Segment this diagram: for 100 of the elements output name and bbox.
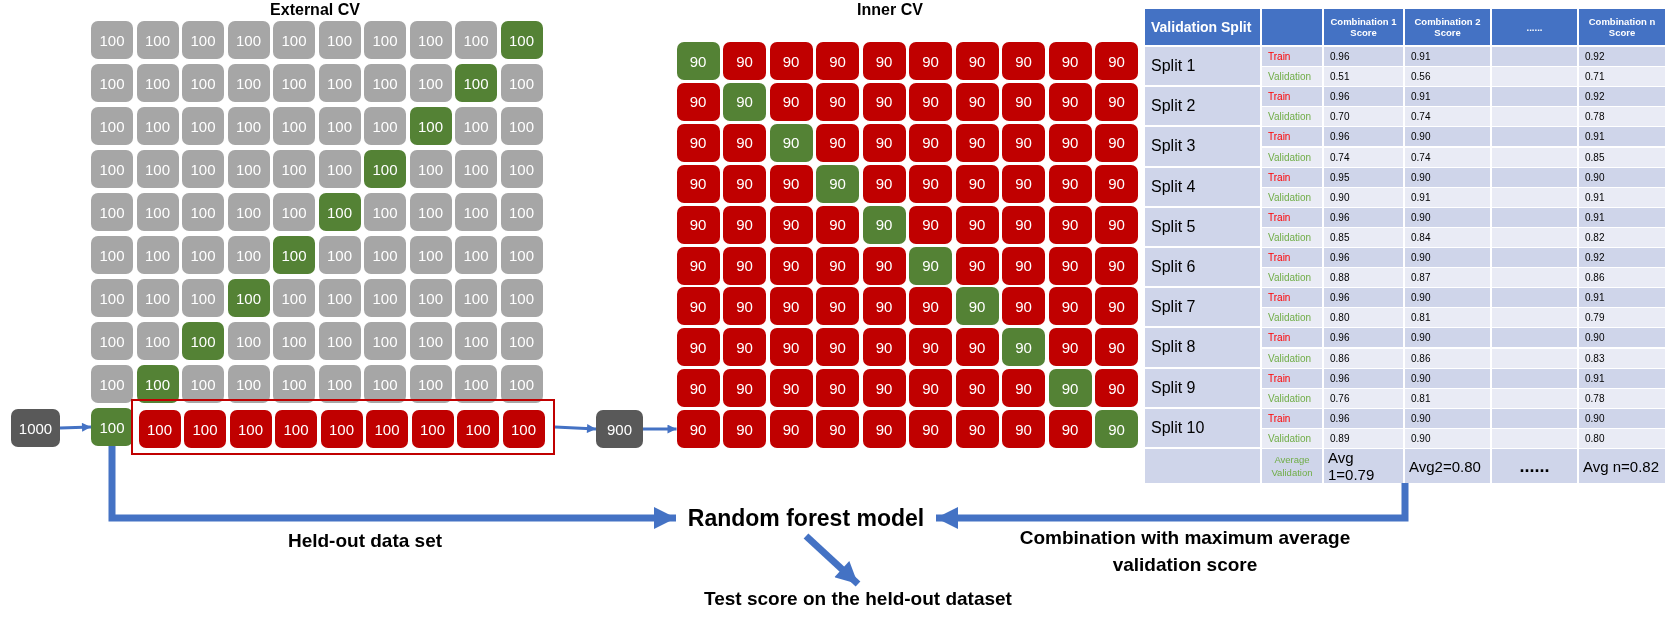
fold-box: 90	[1002, 82, 1045, 121]
row-label: Validation	[1262, 388, 1322, 408]
fold-box: 90	[909, 123, 952, 162]
fold-box: 100	[500, 365, 543, 403]
fold-box: 100	[409, 64, 452, 102]
fold-box: 100	[364, 193, 406, 231]
fold-box: 100	[411, 410, 454, 448]
fold-box: 100	[91, 150, 133, 188]
section-title: External CV	[269, 0, 361, 20]
fold-box: 90	[862, 410, 906, 449]
fold-box: 100	[273, 236, 315, 274]
fold-box: 90	[862, 42, 906, 80]
fold-box: 100	[364, 279, 406, 317]
fold-box: 100	[364, 365, 406, 403]
fold-box: 100	[318, 193, 361, 231]
fold-box: 100	[500, 236, 543, 274]
score-value: 0.80	[1324, 308, 1403, 328]
score-value: 0.81	[1405, 308, 1490, 328]
fold-box: 90	[816, 82, 859, 121]
score-value: 0.90	[1405, 428, 1490, 448]
fold-box: 90	[1095, 328, 1138, 367]
fold-box: 90	[723, 42, 766, 80]
score-value: 0.90	[1579, 167, 1665, 187]
fold-box: 90	[723, 246, 766, 285]
score-value: 0.79	[1579, 308, 1665, 328]
split-label: Split 9	[1145, 368, 1260, 407]
fold-box: 90	[1002, 42, 1045, 80]
fold-box: 100	[227, 64, 270, 102]
fold-box: 90	[816, 328, 859, 367]
fold-box: 90	[769, 246, 813, 285]
fold-box: 100	[182, 150, 224, 188]
score-value: 0.82	[1579, 227, 1665, 247]
fold-box: 100	[409, 279, 452, 317]
row-label: Validation	[1262, 308, 1322, 328]
fold-box: 100	[318, 279, 361, 317]
split-label: Split 3	[1145, 127, 1260, 166]
fold-box: 90	[909, 287, 952, 326]
fold-box: 90	[816, 205, 859, 244]
fold-box: 100	[409, 322, 452, 360]
fold-box: 100	[455, 21, 497, 59]
split-label: Split 8	[1145, 328, 1260, 367]
fold-box: 100	[455, 279, 497, 317]
fold-box: 100	[457, 410, 499, 448]
fold-box: 100	[91, 193, 133, 231]
score-value: 0.86	[1324, 348, 1403, 368]
fold-box: 100	[227, 21, 270, 59]
score-value: 0.90	[1405, 408, 1490, 428]
split-label: Split 5	[1145, 207, 1260, 246]
fold-box: 100	[364, 150, 406, 188]
fold-box: 90	[816, 410, 859, 449]
row-label: Validation	[1262, 147, 1322, 167]
fold-box: 100	[409, 150, 452, 188]
fold-box: 90	[676, 328, 720, 367]
score-value: 0.87	[1405, 268, 1490, 288]
fold-box: 100	[273, 365, 315, 403]
fold-box: 100	[182, 236, 224, 274]
fold-box: 90	[676, 410, 720, 449]
score-value: 0.71	[1579, 67, 1665, 87]
row-label: Train	[1262, 87, 1322, 107]
fold-box: 90	[816, 246, 859, 285]
fold-box: 100	[366, 410, 408, 448]
fold-box: 100	[318, 21, 361, 59]
fold-box: 90	[1002, 328, 1045, 367]
fold-box: 100	[273, 322, 315, 360]
score-value: 0.80	[1579, 428, 1665, 448]
fold-box: 90	[769, 369, 813, 408]
fold-box: 90	[723, 164, 766, 203]
score-value: 0.90	[1405, 248, 1490, 268]
header-text: Combination n Score	[1579, 9, 1665, 45]
score-value: 0.96	[1324, 248, 1403, 268]
score-value: 0.90	[1579, 408, 1665, 428]
fold-box: 90	[955, 164, 999, 203]
fold-box: 90	[723, 410, 766, 449]
score-value: 0.92	[1579, 248, 1665, 268]
fold-box: 100	[227, 236, 270, 274]
score-value: 0.90	[1405, 328, 1490, 348]
fold-box: 100	[227, 150, 270, 188]
score-value: 0.86	[1579, 268, 1665, 288]
score-value: 0.96	[1324, 328, 1403, 348]
fold-box: 100	[409, 236, 452, 274]
score-value: 0.78	[1579, 107, 1665, 127]
fold-box: 100	[455, 107, 497, 145]
fold-box: 90	[1002, 205, 1045, 244]
score-value: 0.95	[1324, 167, 1403, 187]
score-value: 0.90	[1405, 288, 1490, 308]
fold-box: 100	[455, 236, 497, 274]
model-label: Random forest model	[676, 500, 936, 536]
fold-box: 90	[1095, 410, 1138, 449]
fold-box: 90	[909, 205, 952, 244]
arrow	[643, 424, 677, 434]
score-value: 0.91	[1579, 288, 1665, 308]
fold-box: 100	[318, 322, 361, 360]
fold-box: 100	[136, 365, 179, 403]
fold-box: 100	[500, 64, 543, 102]
fold-box: 90	[723, 369, 766, 408]
score-value: 0.56	[1405, 67, 1490, 87]
fold-box: 100	[273, 279, 315, 317]
fold-box: 100	[138, 410, 181, 448]
results-table	[1145, 9, 1665, 483]
fold-box: 100	[91, 322, 133, 360]
